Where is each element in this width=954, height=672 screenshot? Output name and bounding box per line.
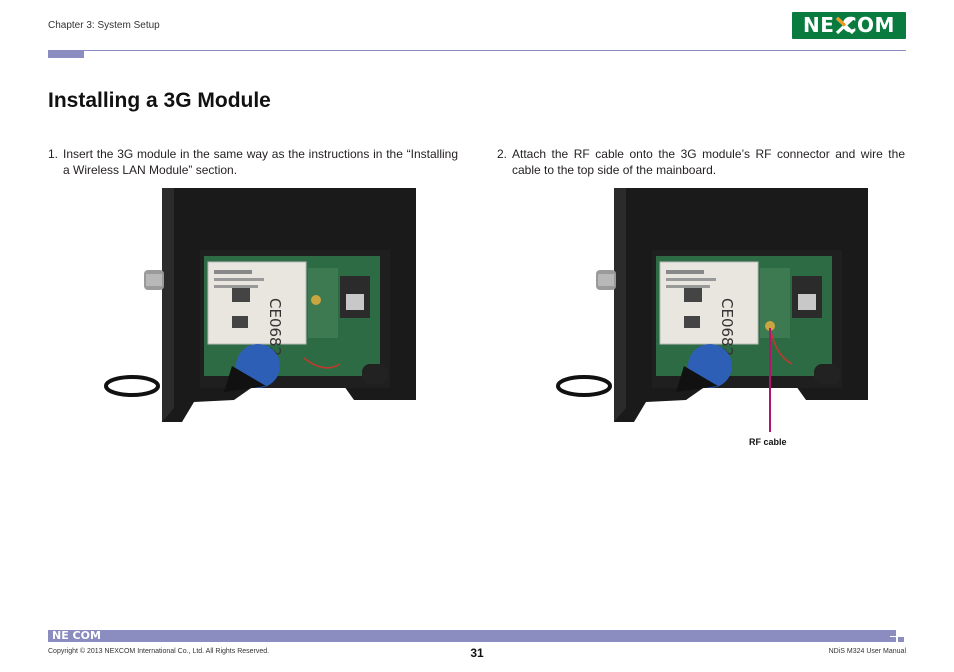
nexcom-logo-text: NE COM — [803, 13, 895, 37]
header-rule — [84, 50, 906, 51]
page-number: 31 — [470, 646, 484, 660]
module-mark-1: CE0682 — [266, 298, 284, 356]
step-1-number: 1. — [48, 147, 59, 161]
nexcom-logo: NE COM — [792, 12, 906, 39]
module-mark-2: CE0682 — [718, 298, 736, 356]
footer-square-b — [890, 637, 896, 642]
step-2-number: 2. — [497, 147, 508, 161]
photo-3g-module-installed: CE0682 — [104, 188, 416, 424]
rf-callout-line — [769, 328, 771, 432]
manual-name: NDiS M324 User Manual — [828, 648, 906, 655]
rf-cable-label: RF cable — [749, 437, 787, 447]
logo-x-icon — [835, 16, 855, 35]
footer-bar — [48, 630, 890, 642]
header-tab — [48, 50, 84, 58]
step-1-text: Insert the 3G module in the same way as … — [63, 147, 458, 177]
footer-square-a — [890, 630, 896, 636]
step-2: 2. Attach the RF cable onto the 3G modul… — [497, 146, 905, 180]
page-title: Installing a 3G Module — [48, 89, 271, 112]
copyright-text: Copyright © 2013 NEXCOM International Co… — [48, 648, 270, 655]
photo-rf-cable-attached: CE0682 — [556, 188, 868, 424]
footer-square-c — [898, 637, 904, 642]
footer-logo: NE COM — [52, 629, 101, 642]
step-1: 1. Insert the 3G module in the same way … — [48, 146, 458, 180]
step-2-text: Attach the RF cable onto the 3G module’s… — [512, 147, 905, 177]
chapter-label: Chapter 3: System Setup — [48, 20, 160, 31]
